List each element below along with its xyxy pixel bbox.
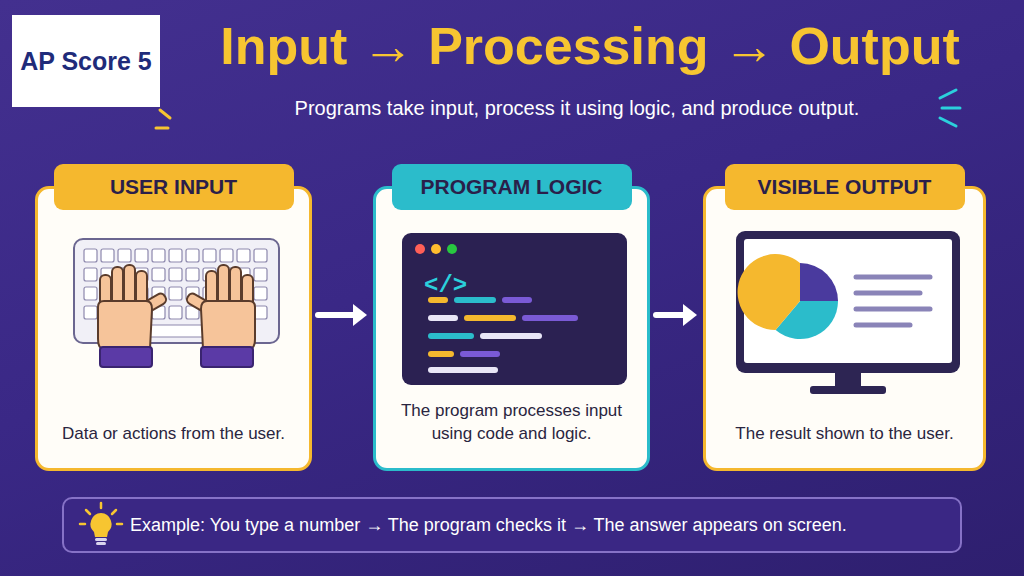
spark: [156, 127, 168, 130]
card-body: The result shown to the user.: [720, 423, 969, 446]
subtitle-wrap: Programs take input, process it using lo…: [150, 97, 1004, 120]
key: [169, 268, 182, 281]
code-line: [464, 315, 516, 321]
code-line: [428, 333, 474, 339]
window-dot: [415, 244, 425, 254]
logo-text: AP Score 5: [20, 47, 152, 76]
code-line: [428, 367, 498, 373]
code-line: [522, 315, 578, 321]
card-heading: VISIBLE OUTPUT: [758, 175, 932, 199]
sleeve-cuff: [201, 347, 253, 367]
left-hand: [98, 265, 168, 367]
monitor-neck: [835, 373, 861, 387]
card-body: Data or actions from the user.: [52, 423, 295, 446]
key: [254, 249, 267, 262]
key: [101, 249, 114, 262]
card-body: The program processes input using code a…: [390, 400, 633, 446]
example-text: Example: You type a number → The program…: [130, 515, 847, 536]
screen-line: [856, 307, 930, 312]
card-tab: VISIBLE OUTPUT: [725, 164, 965, 210]
arrow-shaft: [318, 312, 357, 318]
code-symbol-wrap: </>: [424, 272, 467, 299]
key: [220, 249, 233, 262]
screen-line: [856, 291, 920, 296]
key: [152, 249, 165, 262]
ray: [112, 510, 116, 514]
key: [186, 268, 199, 281]
spark: [942, 107, 960, 110]
key: [152, 268, 165, 281]
spark-right: [940, 90, 960, 126]
spark-left: [156, 110, 170, 128]
screen-line: [856, 323, 910, 328]
key: [84, 287, 97, 300]
code-line: [454, 297, 496, 303]
ray: [100, 503, 103, 508]
diagram-title: Input → Processing → Output: [168, 16, 1012, 76]
key: [254, 268, 267, 281]
ray: [117, 523, 122, 526]
pie-slice: [738, 254, 800, 330]
logic-card: PROGRAM LOGICThe program processes input…: [373, 186, 650, 471]
flow-arrow: [318, 304, 367, 326]
code-line: [428, 315, 458, 321]
code-symbol: </>: [424, 272, 467, 299]
key: [84, 268, 97, 281]
code-window: [402, 233, 627, 385]
bulb-base: [96, 542, 106, 545]
key: [203, 249, 216, 262]
logo-box: AP Score 5: [12, 15, 160, 107]
key: [84, 249, 97, 262]
arrow-head: [353, 304, 367, 326]
pie-slice: [800, 263, 838, 301]
code-line: [502, 297, 532, 303]
card-heading: USER INPUT: [110, 175, 237, 199]
input-card: USER INPUTData or actions from the user.: [35, 186, 312, 471]
spark: [160, 110, 170, 118]
code-line: [460, 351, 500, 357]
title-text: Input → Processing → Output: [220, 17, 960, 75]
key: [84, 306, 97, 319]
card-heading: PROGRAM LOGIC: [421, 175, 603, 199]
key: [118, 249, 131, 262]
bulb-glass: [91, 513, 112, 537]
lightbulb-icon: [70, 497, 130, 553]
monitor-base: [810, 386, 886, 394]
code-line: [480, 333, 542, 339]
arrow-shaft: [656, 312, 687, 318]
ray: [80, 523, 85, 526]
arrow-head: [683, 304, 697, 326]
key: [169, 287, 182, 300]
card-tab: USER INPUT: [54, 164, 294, 210]
code-line: [428, 351, 454, 357]
code-lines: [428, 297, 578, 373]
spark: [940, 118, 956, 126]
key: [254, 287, 267, 300]
key: [186, 249, 199, 262]
output-card: VISIBLE OUTPUTThe result shown to the us…: [703, 186, 986, 471]
bulb-base: [95, 538, 107, 541]
sleeve-cuff: [100, 347, 152, 367]
example-bar: Example: You type a number → The program…: [62, 497, 962, 553]
key: [135, 249, 148, 262]
spark: [940, 90, 956, 98]
window-dot: [431, 244, 441, 254]
key: [169, 249, 182, 262]
monitor-frame: [736, 231, 960, 373]
card-tab: PROGRAM LOGIC: [392, 164, 632, 210]
palm: [98, 301, 152, 349]
flow-arrow: [656, 304, 697, 326]
window-dot: [447, 244, 457, 254]
subtitle: Programs take input, process it using lo…: [295, 97, 860, 119]
screen-lines: [856, 277, 930, 325]
key: [169, 306, 182, 319]
key: [237, 249, 250, 262]
right-hand: [185, 265, 255, 367]
code-line: [428, 297, 448, 303]
screen-line: [856, 275, 930, 280]
palm: [201, 301, 255, 349]
ray: [86, 510, 90, 514]
